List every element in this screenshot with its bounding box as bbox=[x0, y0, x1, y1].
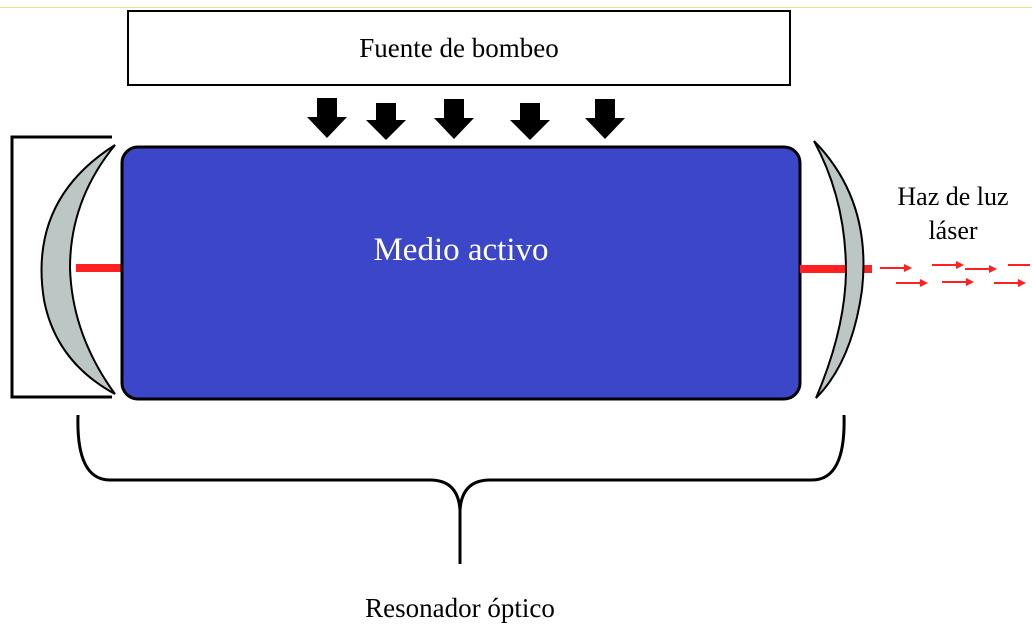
pump-arrows bbox=[307, 98, 625, 140]
resonator-brace bbox=[76, 414, 846, 564]
right-arrow-icon bbox=[880, 264, 912, 272]
laser-beam-label-line2: láser bbox=[928, 216, 978, 245]
down-arrow-icon bbox=[434, 99, 474, 139]
right-arrow-icon bbox=[896, 279, 928, 287]
left-mirror-bracket bbox=[10, 135, 112, 399]
left-mirror bbox=[40, 144, 116, 395]
pump-source-label: Fuente de bombeo bbox=[359, 32, 559, 63]
top-divider bbox=[0, 7, 1032, 8]
active-medium bbox=[120, 145, 802, 401]
laser-beam-label-line1: Haz de luz bbox=[897, 182, 1009, 211]
right-arrow-icon bbox=[932, 261, 964, 269]
left-beam-segment bbox=[76, 264, 124, 272]
down-arrow-icon bbox=[307, 98, 347, 138]
down-arrow-icon bbox=[510, 103, 550, 140]
down-arrow-icon bbox=[366, 103, 406, 140]
laser-beam-label: Haz de luz láser bbox=[878, 180, 1028, 248]
right-arrow-icon bbox=[942, 278, 974, 286]
laser-beam-arrows bbox=[880, 261, 1030, 287]
pump-source-box: Fuente de bombeo bbox=[127, 10, 791, 86]
right-arrow-icon bbox=[994, 279, 1026, 287]
right-beam-segment bbox=[800, 265, 872, 273]
active-medium-label: Medio activo bbox=[373, 232, 549, 268]
resonator-label: Resonador óptico bbox=[365, 593, 555, 623]
down-arrow-icon bbox=[585, 99, 625, 139]
right-mirror bbox=[813, 140, 865, 399]
right-arrow-icon bbox=[965, 265, 997, 273]
